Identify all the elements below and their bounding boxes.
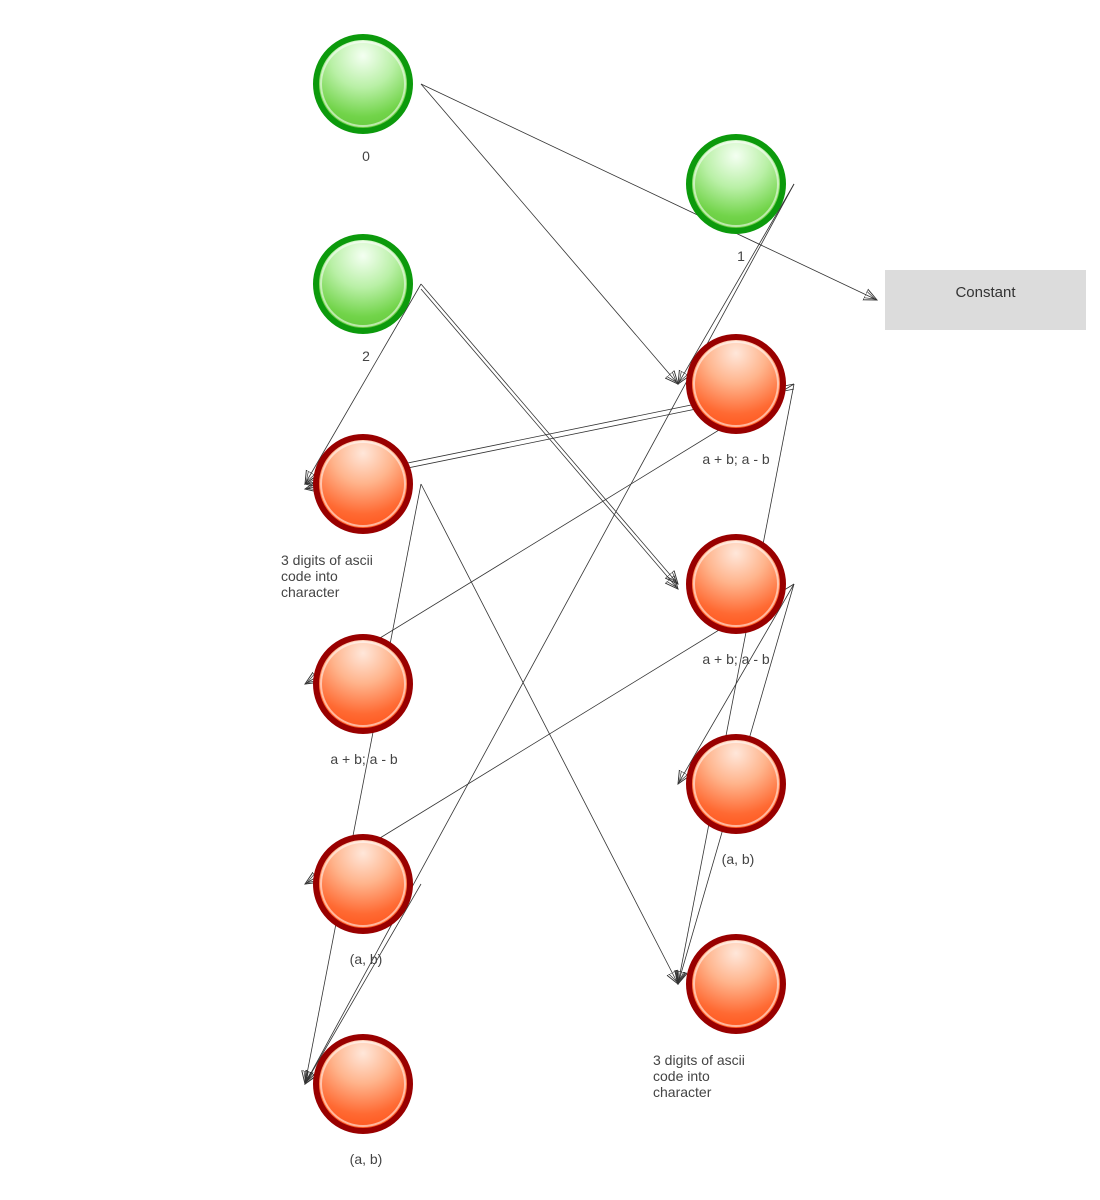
edge-n1-to-nL6 [305,183,795,1084]
edge-nR2-to-nL4 [305,383,795,684]
node-sumdiff-left[interactable] [313,634,413,734]
node-ascii-right[interactable] [686,934,786,1034]
node-pair-right-label: (a, b) [721,851,755,867]
node-sumdiff-left-label: a + b; a - b [330,751,398,767]
node-1-label: 1 [737,248,745,264]
node-sumdiff-right-2-label: a + b; a - b [702,651,770,667]
node-ascii-right-label: 3 digits of ascii code into character [653,1052,745,1100]
node-pair-left-2-label: (a, b) [349,1151,383,1167]
node-pair-right[interactable] [686,734,786,834]
edge-n0-to-constant [420,83,877,300]
node-1[interactable] [686,134,786,234]
node-0[interactable] [313,34,413,134]
node-2[interactable] [313,234,413,334]
node-ascii-left[interactable] [313,434,413,534]
node-sumdiff-right-1-label: a + b; a - b [702,451,770,467]
node-2-label: 2 [362,348,370,364]
constant-box[interactable]: Constant [885,270,1086,330]
constant-label: Constant [955,284,1016,301]
node-pair-left-1[interactable] [313,834,413,934]
node-pair-left-1-label: (a, b) [349,951,383,967]
edge-nL3-to-nL6 [305,483,422,1084]
edge-n0-to-nR2 [420,83,678,384]
node-ascii-left-label: 3 digits of ascii code into character [281,552,373,600]
node-pair-left-2[interactable] [313,1034,413,1134]
node-sumdiff-right-1[interactable] [686,334,786,434]
node-sumdiff-right-2[interactable] [686,534,786,634]
edge-nR3-to-nL5 [305,583,795,884]
node-0-label: 0 [362,148,370,164]
